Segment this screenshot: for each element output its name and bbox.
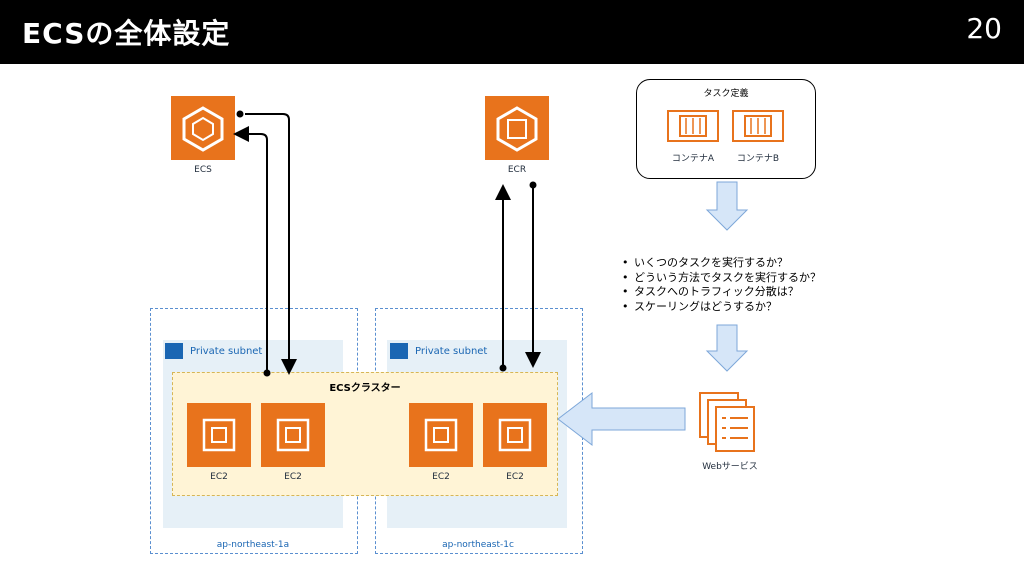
down-arrow-2: [705, 324, 749, 372]
list-item: いくつのタスクを実行するか？: [622, 256, 821, 271]
ecr-connector-arrows: [495, 184, 541, 368]
list-item: タスクへのトラフィック分散は？: [622, 285, 821, 300]
ecr-service-icon: [485, 96, 549, 160]
ec2-icon: [261, 403, 325, 467]
connector-dot: [263, 369, 271, 377]
container-a-icon: [667, 110, 719, 142]
web-service-label: Webサービス: [702, 462, 758, 472]
ecs-connector-arrows: [233, 113, 297, 375]
slide-header: ECSの全体設定 20: [0, 0, 1024, 64]
ecs-label: ECS: [194, 165, 212, 175]
connector-dot: [529, 181, 537, 189]
ecs-service-icon: [171, 96, 235, 160]
lock-icon: [165, 343, 183, 359]
ec2-label: EC2: [284, 472, 302, 482]
ec2-icon: [409, 403, 473, 467]
connector-dot: [499, 364, 507, 372]
ec2-icon: [187, 403, 251, 467]
cluster-label: ECSクラスター: [329, 383, 401, 394]
list-item: スケーリングはどうするか？: [622, 300, 821, 315]
ec2-label: EC2: [210, 472, 228, 482]
ec2-label: EC2: [432, 472, 450, 482]
step-list: いくつのタスクを実行するか？ どういう方法でタスクを実行するか？ タスクへのトラ…: [622, 256, 821, 314]
ec2-label: EC2: [506, 472, 524, 482]
page-number: 20: [966, 12, 1002, 45]
az-label-1a: ap-northeast-1a: [216, 540, 290, 550]
connector-dot: [236, 110, 244, 118]
container-a-label: コンテナA: [671, 154, 715, 164]
slide-title: ECSの全体設定: [22, 17, 231, 50]
task-definition-title: タスク定義: [703, 89, 749, 99]
task-definition-box: タスク定義: [636, 79, 816, 179]
subnet-label-1a: Private subnet: [190, 346, 263, 357]
left-arrow: [557, 391, 686, 447]
list-item: どういう方法でタスクを実行するか？: [622, 271, 821, 286]
container-b-label: コンテナB: [736, 154, 780, 164]
web-service-icon: [699, 392, 755, 452]
ecr-label: ECR: [507, 165, 527, 175]
subnet-label-1c: Private subnet: [415, 346, 488, 357]
lock-icon: [390, 343, 408, 359]
down-arrow-1: [705, 181, 749, 231]
az-label-1c: ap-northeast-1c: [442, 540, 514, 550]
container-b-icon: [732, 110, 784, 142]
ec2-icon: [483, 403, 547, 467]
